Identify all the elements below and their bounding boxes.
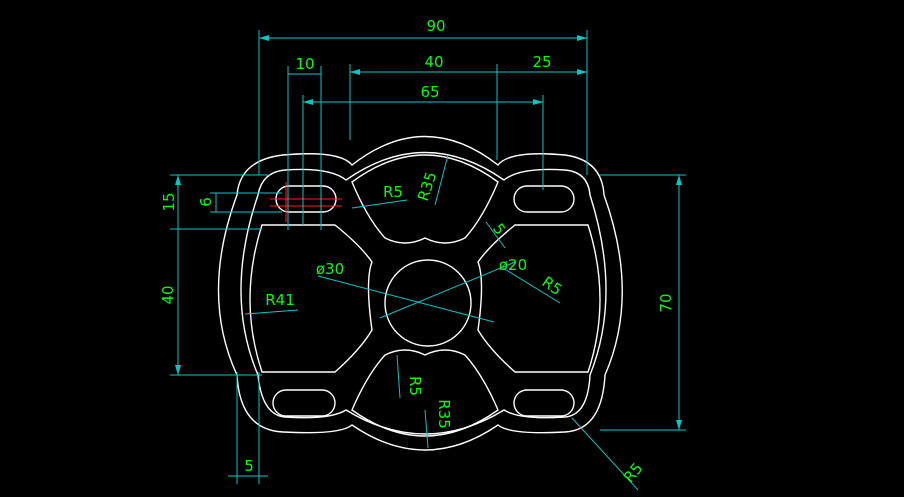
dim-left-height: 40 xyxy=(159,285,177,304)
dim-slot-height: 6 xyxy=(197,197,215,207)
slot-bottom-right xyxy=(513,389,575,417)
slot-center-marks xyxy=(270,182,342,222)
center-hole xyxy=(384,259,472,347)
radius-fillet-top: R5 xyxy=(383,183,403,201)
outer-boundary xyxy=(217,135,623,451)
inner-boundary xyxy=(240,151,607,435)
dim-bottom-offset: 5 xyxy=(244,457,254,475)
diameter-inner: ø20 xyxy=(499,256,527,274)
radius-fillet-bottom: R5 xyxy=(406,376,424,396)
dimension-labels: 90 10 40 25 65 15 6 40 70 5 5 R5 R35 R5 … xyxy=(159,17,675,486)
top-pocket xyxy=(351,154,499,244)
slot-bottom-left xyxy=(272,389,336,417)
dim-right-height: 70 xyxy=(657,293,675,312)
right-pocket xyxy=(477,224,601,373)
dim-right-offset: 25 xyxy=(532,53,551,71)
dim-center-span: 40 xyxy=(424,53,443,71)
diameter-outer: ø30 xyxy=(316,260,344,278)
bottom-pocket xyxy=(351,349,499,437)
radius-fillet-right: R5 xyxy=(539,273,566,299)
radius-bottom-arc: R35 xyxy=(435,399,453,429)
dim-slot-span: 65 xyxy=(420,83,439,101)
dimension-lines xyxy=(170,30,686,491)
dim-slot-width: 10 xyxy=(295,55,314,73)
slot-top-right xyxy=(513,185,575,213)
dim-overall-width: 90 xyxy=(426,17,445,35)
arrow-heads xyxy=(175,35,682,430)
part-outline xyxy=(217,135,623,451)
dim-top-height: 15 xyxy=(160,192,178,211)
radius-left-arc: R41 xyxy=(265,291,295,309)
left-pocket xyxy=(249,224,373,373)
dim-gap: 5 xyxy=(489,220,509,238)
radius-fillet-corner: R5 xyxy=(620,459,647,486)
